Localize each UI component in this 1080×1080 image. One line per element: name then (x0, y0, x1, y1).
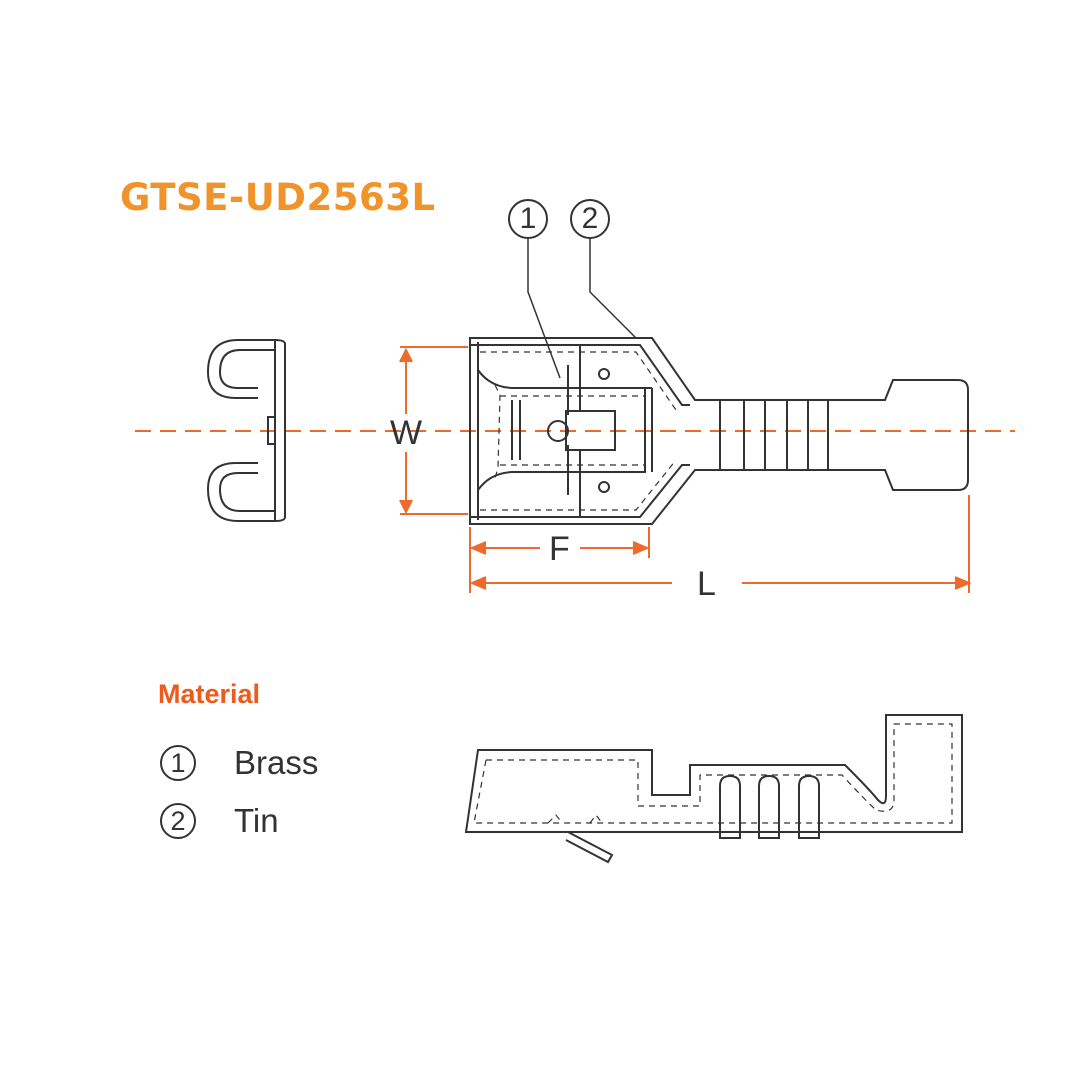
material-number-circle: 2 (160, 803, 196, 839)
callout-1: 1 (508, 199, 548, 239)
material-label: Brass (234, 744, 319, 781)
material-item: 2 Tin (160, 801, 279, 841)
plating-dashed-outline (480, 351, 677, 511)
dimension-lines (399, 346, 972, 593)
material-number-circle: 1 (160, 745, 196, 781)
end-view (206, 339, 286, 522)
part-number-title: GTSE-UD2563L (120, 176, 436, 219)
callout-2-number: 2 (581, 202, 599, 235)
dimension-f-label: F (549, 530, 570, 568)
dimension-w-label: W (390, 414, 423, 452)
dimension-l-label: L (697, 565, 716, 603)
terminal-side-view (464, 714, 963, 864)
callout-2: 2 (570, 199, 610, 239)
side-plating-dashed (473, 723, 953, 824)
material-label: Tin (234, 802, 279, 839)
terminal-top-view (469, 337, 969, 525)
callout-leaders (527, 238, 637, 379)
callout-1-number: 1 (519, 202, 537, 235)
material-item: 1 Brass (160, 743, 318, 783)
material-heading: Material (158, 679, 261, 709)
